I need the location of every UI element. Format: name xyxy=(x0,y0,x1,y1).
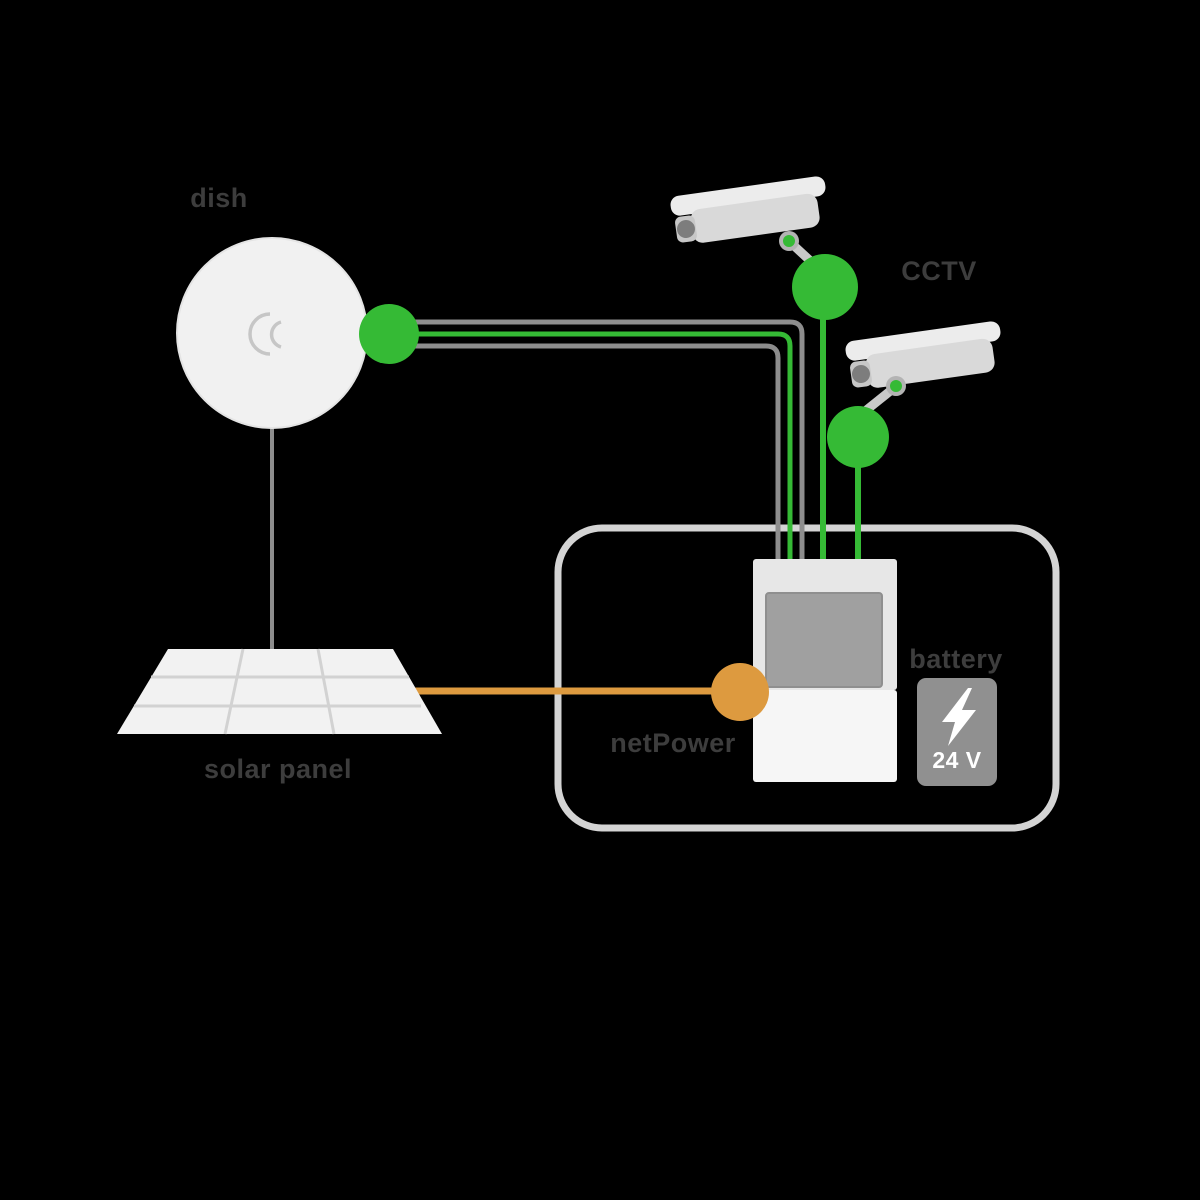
camera1-lens xyxy=(676,220,695,239)
solar-panel-icon xyxy=(117,648,442,735)
dish-feed-mark xyxy=(248,312,282,356)
router-lower-housing xyxy=(753,690,897,782)
equipment-enclosure-outline xyxy=(554,524,1060,832)
wireless-dish-icon xyxy=(176,237,419,429)
battery-voltage-label: 24 V xyxy=(932,747,981,773)
router-label: netPower xyxy=(610,728,736,758)
camera2-sunshield xyxy=(845,321,1001,361)
camera2-lens xyxy=(851,365,870,384)
ethernet-cable-dish-to-router xyxy=(395,331,793,568)
router-power-connector-dot xyxy=(711,663,769,721)
dish-label: dish xyxy=(190,183,248,213)
solar-panel-label: solar panel xyxy=(204,754,352,784)
camera1-status-led xyxy=(783,235,795,247)
solar-panel-surface xyxy=(117,649,442,734)
data-cable-gray-2 xyxy=(395,343,781,568)
camera1-sunshield xyxy=(670,176,826,216)
battery-label: battery xyxy=(909,644,1003,674)
dish-ethernet-connector-dot xyxy=(359,304,419,364)
camera2-body xyxy=(865,338,995,388)
solar-panel-grid xyxy=(134,648,421,735)
cctv-label: CCTV xyxy=(901,256,977,286)
camera1-body xyxy=(690,193,820,243)
camera2-ethernet-connector-dot xyxy=(827,406,889,468)
camera1-ethernet-connector-dot xyxy=(792,254,858,320)
cctv-camera-1-icon xyxy=(670,176,858,320)
router-panel-screen xyxy=(765,592,883,688)
cctv-camera-2-icon xyxy=(827,321,1001,468)
battery-icon: 24 V xyxy=(917,678,997,786)
data-cable-gray-1 xyxy=(395,319,805,568)
poe-router-icon xyxy=(711,559,897,782)
lightning-bolt-icon xyxy=(942,688,976,746)
camera2-status-led xyxy=(890,380,902,392)
